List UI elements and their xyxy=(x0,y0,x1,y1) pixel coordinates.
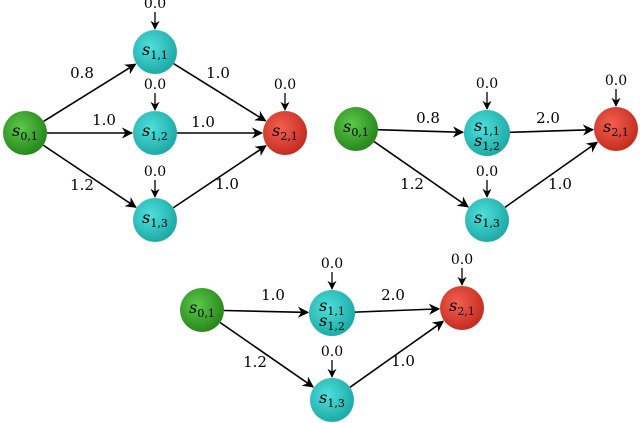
state-circle xyxy=(440,286,484,330)
diagram-1: 0.81.01.21.01.01.0s0,1s1,10.0s1,20.0s1,3… xyxy=(3,0,307,242)
edge-weight-label: 2.0 xyxy=(381,286,405,304)
state-circle xyxy=(180,288,224,332)
state-label: s1,3 xyxy=(319,388,345,410)
state-label: s2,1 xyxy=(272,121,298,143)
state-node-s21: s2,1 0.0 xyxy=(263,77,307,155)
initial-value-label: 0.0 xyxy=(321,344,343,360)
edge-weight-label: 1.0 xyxy=(215,175,239,193)
state-node-s21: s2,1 0.0 xyxy=(594,73,638,151)
edge-s01-s11s12 xyxy=(377,126,465,138)
state-circle xyxy=(133,30,177,74)
edge-weight-label: 0.8 xyxy=(416,109,440,127)
edge-weight-label: 1.0 xyxy=(191,113,215,131)
edge-s11s12-s21 xyxy=(354,303,441,315)
edge-weight-label: 1.0 xyxy=(548,175,572,193)
edge-weight-label: 1.0 xyxy=(206,64,230,82)
edge-weight-label: 1.0 xyxy=(92,111,116,129)
initial-value-label: 0.0 xyxy=(605,73,627,89)
edge-weight-label: 1.0 xyxy=(261,286,285,304)
state-circle xyxy=(594,107,638,151)
state-circle xyxy=(3,111,47,155)
state-node-s13: s1,3 0.0 xyxy=(465,164,509,242)
state-node-s21: s2,1 0.0 xyxy=(440,252,484,330)
edge-s11-s21 xyxy=(173,62,267,122)
edge-s01-s13 xyxy=(373,140,470,208)
state-circle xyxy=(133,198,177,242)
edge-weight-label: 1.0 xyxy=(391,352,415,370)
state-label-merged: s1,2 xyxy=(474,131,500,153)
state-label: s1,3 xyxy=(142,208,168,230)
edge-weight-label: 1.2 xyxy=(400,175,424,193)
state-label: s0,1 xyxy=(189,298,215,320)
state-node-s13: s1,3 0.0 xyxy=(310,344,354,422)
state-label: s1,1 xyxy=(474,116,500,138)
initial-value-label: 0.0 xyxy=(451,252,473,268)
state-circle xyxy=(309,290,355,336)
initial-value-label: 0.0 xyxy=(144,164,166,180)
diagram-3: 1.0 1.2 2.0 1.0 s0,1 s1,1s1,2 0.0 s1,3 0.0 s2,1 0.… xyxy=(180,252,484,422)
state-label: s1,1 xyxy=(319,296,345,318)
edge-s01-s11 xyxy=(43,63,137,123)
initial-value-label: 0.0 xyxy=(476,76,498,92)
state-node-s01: s0,1 xyxy=(180,288,224,332)
state-node-s01: s0,1 xyxy=(3,111,47,155)
state-node-s11s12: s1,1s1,2 0.0 xyxy=(309,256,355,336)
diagram-2: 0.8 1.2 2.0 1.0 s0,1 s1,1s1,2 0.0 s1,3 0.0 s2,1 0.… xyxy=(334,73,638,242)
edge-weight-label: 2.0 xyxy=(536,109,560,127)
edge-weight-label: 1.2 xyxy=(70,176,94,194)
edge-weight-label: 1.2 xyxy=(243,353,267,371)
initial-value-label: 0.0 xyxy=(476,164,498,180)
initial-value-label: 0.0 xyxy=(321,256,343,272)
state-circle xyxy=(334,107,378,151)
state-node-s01: s0,1 xyxy=(334,107,378,151)
state-label: s1,1 xyxy=(142,40,168,62)
state-label-merged: s1,2 xyxy=(319,311,345,333)
state-label: s0,1 xyxy=(343,117,369,139)
edge-s13-s21 xyxy=(172,145,267,209)
initial-value-label: 0.0 xyxy=(274,77,296,93)
state-circle xyxy=(464,110,510,156)
state-circle xyxy=(133,111,177,155)
edge-s01-s13 xyxy=(42,144,137,208)
state-label: s2,1 xyxy=(603,117,629,139)
state-node-s11s12: s1,1s1,2 0.0 xyxy=(464,76,510,156)
initial-value-label: 0.0 xyxy=(144,0,166,12)
edge-s01-s13 xyxy=(219,321,315,388)
state-node-s11: s1,1 0.0 xyxy=(133,0,177,74)
edge-s01-s11s12 xyxy=(223,306,310,318)
edge-weight-label: 0.8 xyxy=(70,64,94,82)
state-label: s1,2 xyxy=(142,121,168,143)
state-circle xyxy=(310,378,354,422)
state-node-s12: s1,2 0.0 xyxy=(133,77,177,155)
edge-s13-s21 xyxy=(504,141,599,208)
state-label: s2,1 xyxy=(449,296,475,318)
state-label: s1,3 xyxy=(474,208,500,230)
state-node-s13: s1,3 0.0 xyxy=(133,164,177,242)
initial-value-label: 0.0 xyxy=(144,77,166,93)
state-circle xyxy=(465,198,509,242)
state-label: s0,1 xyxy=(12,121,38,143)
edge-s13-s21 xyxy=(349,320,445,388)
state-circle xyxy=(263,111,307,155)
edge-s11s12-s21 xyxy=(509,124,595,136)
